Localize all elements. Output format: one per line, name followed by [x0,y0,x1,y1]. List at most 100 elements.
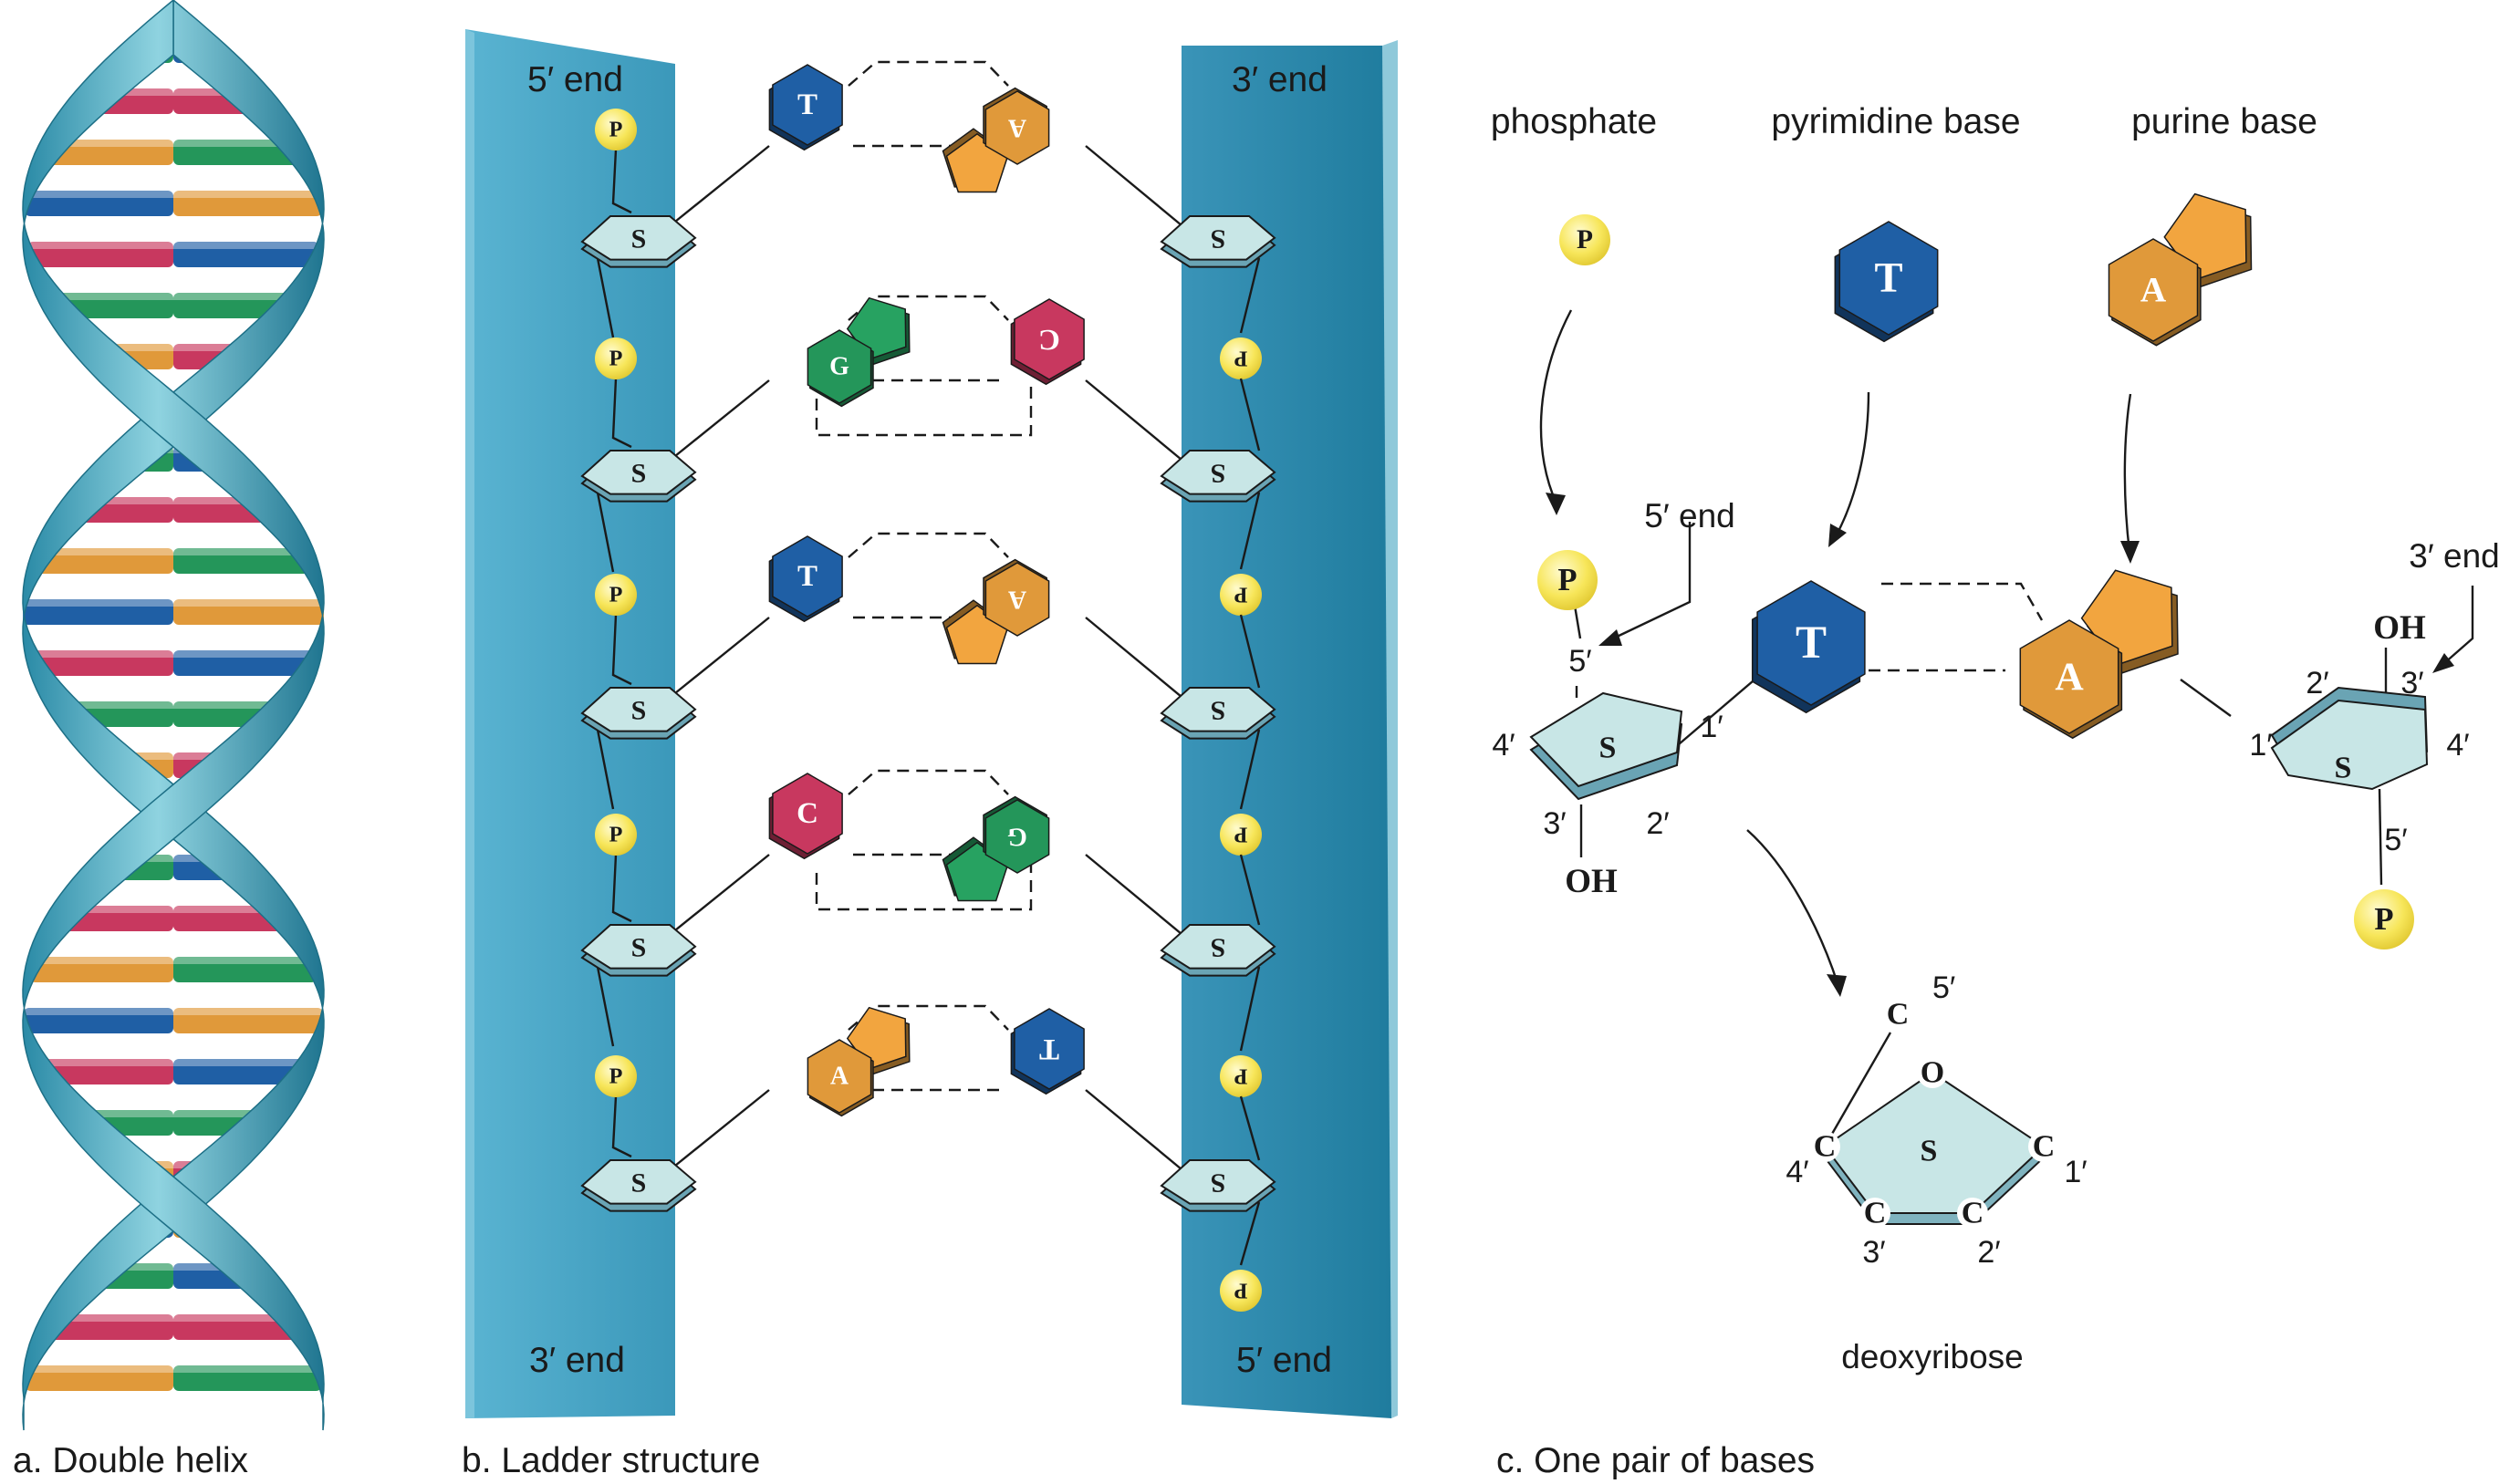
phosphate-3prime-label: P [2374,902,2393,937]
left-strand-top-label: 5′ end [527,60,623,99]
base-t-left: T [768,535,843,623]
phosphate-5prime-label: P [1557,563,1577,597]
deoxy-prime-4: 4′ [1786,1155,1808,1189]
base-c-right-label: C [1038,323,1060,356]
left-phosphate-label: P [609,1064,623,1089]
right-strand-bottom-label: 5′ end [1236,1341,1332,1380]
helix-rung [42,1059,173,1084]
left-sugar: S [580,215,697,268]
left-phosphate-label: P [609,823,623,847]
c1-prime-1: 1′ [1700,710,1723,744]
helix-rung [23,599,174,625]
base-c-left-label: C [797,797,818,830]
left-sugar-label: S [631,933,647,963]
caption-one-pair-of-bases: c. One pair of bases [1496,1441,1815,1480]
purine-base-label: purine base [2131,102,2317,141]
deoxy-c1: C [2033,1130,2056,1164]
base-a-right: A [942,87,1050,193]
helix-rung [27,242,173,267]
five-prime-end-label: 5′ end [1644,497,1735,534]
helix-rung [47,1314,173,1340]
base-t-left-label: T [797,88,817,121]
base-pair-detail: phosphate pyrimidine base purine base 5′… [1491,102,2499,1375]
left-strand-bottom-label: 3′ end [529,1341,625,1380]
oh-label-left: OH [1565,863,1618,900]
legend-pyrimidine-base: T [1834,221,1939,343]
caption-double-helix: a. Double helix [13,1441,248,1480]
c1-prime-2: 2′ [1646,806,1669,841]
right-phosphate-label: P [1234,823,1247,847]
legend-purine-base: A [2108,192,2253,347]
right-sugar: S [1160,450,1276,503]
left-sugar: S [580,1159,697,1212]
right-sugar-label: S [1211,1168,1226,1199]
helix-rung [29,957,173,982]
base-adenine: A [2019,569,2179,740]
phosphate-arrow [1539,309,1573,504]
c2-prime-1: 1′ [2249,728,2272,763]
phosphate-3prime [2354,889,2414,950]
right-sugar: S [1160,924,1276,977]
left-phosphate [595,1055,637,1097]
right-sugar: S [1160,1159,1276,1212]
c1-prime-5: 5′ [1568,644,1591,679]
c2-prime-4: 4′ [2446,728,2469,763]
base-t-left-label: T [797,560,817,593]
c2-prime-2: 2′ [2306,666,2328,700]
helix-backbone-1 [22,0,325,1431]
helix-backbone-2 [22,0,325,1431]
c2-prime-5: 5′ [2384,823,2407,857]
base-t-right-label: T [1039,1033,1059,1065]
deoxy-c5: C [1887,998,1910,1032]
left-sugar: S [580,687,697,740]
left-phosphate-label: P [609,118,623,142]
helix-rung [47,140,173,165]
left-sugar: S [580,450,697,503]
right-phosphate [1220,1270,1262,1312]
base-t-left: T [768,64,843,151]
left-phosphate [595,574,637,616]
left-phosphate-label: P [609,347,623,371]
deoxy-prime-3: 3′ [1862,1235,1885,1270]
left-phosphate [595,109,637,150]
right-sugar: S [1160,215,1276,268]
c1-prime-4: 4′ [1492,728,1515,763]
left-phosphate-label: P [609,583,623,607]
base-g-left: G [807,296,911,408]
deoxy-c3: C [1864,1197,1887,1230]
helix-rung [23,1008,174,1033]
left-sugar-label: S [631,224,647,254]
base-a-left-label: A [830,1063,849,1091]
right-sugar-label: S [1211,459,1226,489]
base-g-left-label: G [829,353,849,381]
right-phosphate-label: P [1234,583,1247,607]
base-a-right: A [942,558,1050,665]
deoxyribose-label: deoxyribose [1841,1338,2024,1375]
base-g-right-label: G [1007,823,1027,851]
base-c-right: C [1010,298,1085,386]
legend-phosphate-label: P [1577,225,1593,254]
three-prime-end-label: 3′ end [2409,537,2499,575]
sugar-right: S [2270,686,2429,791]
base-thymine-label: T [1796,617,1827,669]
base-a-right-label: A [1007,114,1026,142]
helix-rung [36,548,173,574]
left-sugar-label: S [631,1168,647,1199]
deoxy-prime-1: 1′ [2064,1155,2087,1189]
deoxy-prime-5: 5′ [1932,970,1955,1005]
left-sugar-label: S [631,459,647,489]
right-phosphate-label: P [1234,1064,1247,1089]
c2-prime-3: 3′ [2400,666,2423,700]
right-phosphate [1220,574,1262,616]
right-phosphate [1220,1055,1262,1097]
right-sugar-label: S [1211,933,1226,963]
left-sugar-label: S [631,696,647,726]
phosphate-5prime [1537,550,1598,610]
double-helix-illustration [22,0,325,1431]
deoxy-sugar-label: S [1921,1135,1938,1168]
helix-rung [33,650,173,676]
left-sugar: S [580,924,697,977]
right-sugar: S [1160,687,1276,740]
